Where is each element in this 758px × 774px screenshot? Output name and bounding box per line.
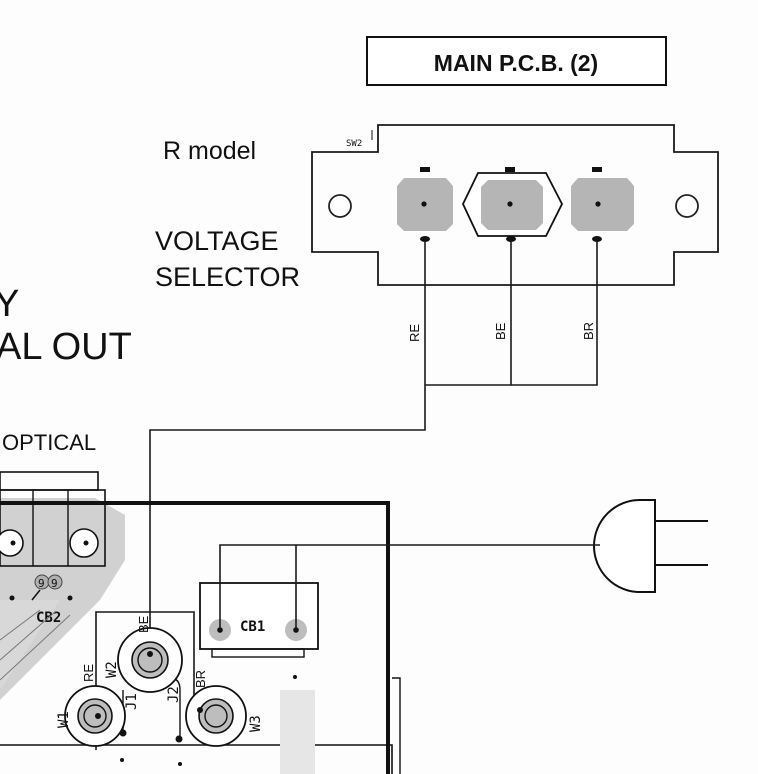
jumper-wire-label-br: BR [193,670,208,688]
jumper-wire-label-be: BE [136,615,151,633]
selector-wires [149,242,598,654]
selector-label-line1: VOLTAGE [155,226,279,256]
cb1-connector: CB1 [199,582,319,658]
switch-ref-label: SW2 [346,139,362,149]
title-box: MAIN P.C.B. (2) [366,36,667,86]
optical-label: OPTICAL [2,430,96,455]
partial-heading-line2: AL OUT [0,326,132,368]
mount-hole-left [328,194,352,218]
w3-label: W3 [248,715,264,732]
j1-label: J1 [124,693,140,710]
jumper-area [64,611,247,766]
wire-label-br: BR [581,322,596,340]
cb2-pad-mark-a: 9 [38,577,45,590]
switch-pad-right [571,178,634,231]
wire-label-re: RE [407,324,422,342]
wire-label-be: BE [493,322,508,340]
jumper-wire-label-re: RE [81,664,96,682]
voltage-selector-switch: SW2 [311,124,719,286]
j2-label: J2 [166,686,182,703]
ac-plug [593,499,708,593]
selector-label-line2: SELECTOR [155,262,300,292]
partial-heading-line1: Y [0,283,19,325]
optical-connector: 9 9 CB2 [0,471,125,700]
model-label: R model [163,137,256,165]
w2-label: W2 [104,661,120,678]
w1-label: W1 [56,711,72,728]
title-text: MAIN P.C.B. (2) [434,50,598,76]
cb1-label: CB1 [240,619,265,635]
mount-hole-right [675,194,699,218]
cb2-pad-mark-b: 9 [51,577,58,590]
